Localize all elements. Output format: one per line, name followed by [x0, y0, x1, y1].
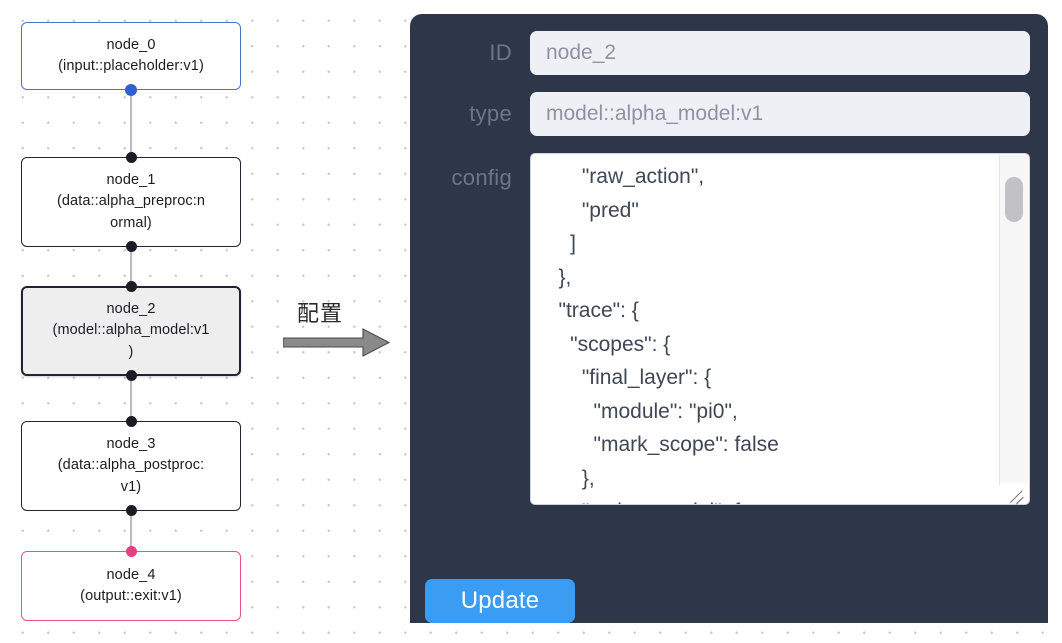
- node-handle-node_3-source[interactable]: [126, 505, 137, 516]
- field-row-id: ID: [410, 31, 1030, 75]
- node-subtitle: (input::placeholder:v1): [58, 58, 204, 74]
- node-subtitle: (output::exit:v1): [80, 588, 182, 604]
- node-handle-node_2-source[interactable]: [126, 370, 137, 381]
- node-handle-node_0-source[interactable]: [125, 84, 137, 96]
- node-title: node_3: [106, 435, 156, 452]
- edge-node2-node3: [130, 372, 132, 425]
- node-handle-node_4-target[interactable]: [126, 546, 137, 557]
- edge-node1-node2: [130, 242, 132, 291]
- field-row-config: config "raw_action", "pred" ] }, "trace"…: [410, 153, 1030, 505]
- id-input[interactable]: [530, 31, 1030, 75]
- canvas-bottom-strip: [0, 623, 1062, 643]
- update-button[interactable]: Update: [425, 579, 575, 623]
- node-title: node_1: [106, 171, 156, 188]
- graph-node-node_0[interactable]: node_0 (input::placeholder:v1): [21, 22, 241, 90]
- node-handle-node_1-target[interactable]: [126, 152, 137, 163]
- type-input[interactable]: [530, 92, 1030, 136]
- graph-node-node_1[interactable]: node_1 (data::alpha_preproc:n ormal): [21, 157, 241, 247]
- node-handle-node_1-source[interactable]: [126, 241, 137, 252]
- annotation-label: 配置: [297, 302, 344, 327]
- config-scrollbar-thumb[interactable]: [1005, 177, 1023, 222]
- id-field-label: ID: [489, 40, 512, 65]
- graph-node-node_4[interactable]: node_4 (output::exit:v1): [21, 551, 241, 621]
- arrow-right-icon: [283, 328, 391, 357]
- field-row-type: type: [410, 92, 1030, 136]
- node-title: node_4: [106, 566, 156, 583]
- type-field-label: type: [469, 101, 512, 126]
- node-subtitle: (data::alpha_preproc:n ormal): [56, 193, 206, 231]
- node-title: node_0: [106, 36, 156, 53]
- config-textarea[interactable]: "raw_action", "pred" ] }, "trace": { "sc…: [530, 153, 1030, 505]
- node-handle-node_2-target[interactable]: [126, 281, 137, 292]
- graph-node-node_2[interactable]: node_2 (model::alpha_model:v1 ): [21, 286, 241, 376]
- node-config-panel: ID type config "raw_action", "pred" ] },…: [410, 14, 1048, 623]
- resize-grip-icon[interactable]: [1000, 483, 1028, 503]
- node-handle-node_3-target[interactable]: [126, 416, 137, 427]
- edge-node3-node4: [130, 506, 132, 555]
- node-subtitle: (data::alpha_postproc: v1): [57, 457, 205, 495]
- annotation-configure: 配置: [283, 296, 401, 358]
- config-scrollbar[interactable]: [999, 155, 1028, 485]
- graph-node-node_3[interactable]: node_3 (data::alpha_postproc: v1): [21, 421, 241, 511]
- edge-node0-node1: [130, 90, 132, 162]
- node-title: node_2: [106, 300, 156, 317]
- config-field-label: config: [451, 165, 512, 190]
- config-textarea-wrapper: "raw_action", "pred" ] }, "trace": { "sc…: [530, 153, 1030, 505]
- node-subtitle: (model::alpha_model:v1 ): [52, 322, 210, 360]
